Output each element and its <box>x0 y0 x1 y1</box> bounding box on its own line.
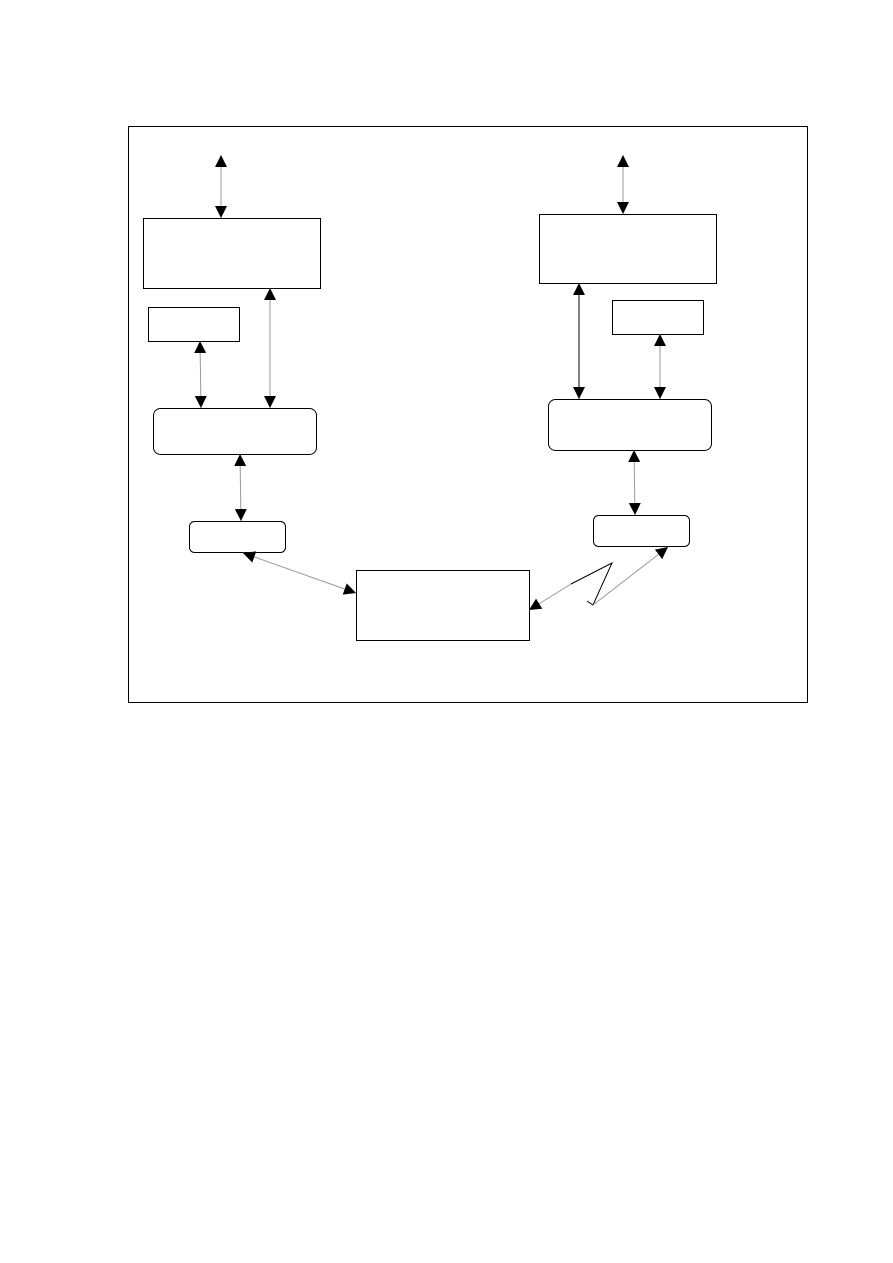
right-small-box <box>612 300 704 335</box>
left-rounded-box <box>153 408 317 455</box>
right-rounded-box <box>548 399 712 451</box>
arrow-left-rounded-to-small-rounded <box>234 453 247 522</box>
center-box <box>356 570 530 641</box>
left-top-box <box>143 218 321 289</box>
arrow-wireless-center-end <box>528 583 572 611</box>
right-top-box <box>539 214 717 284</box>
arrow-left-to-center <box>242 551 357 595</box>
wireless-zigzag <box>570 561 614 606</box>
right-small-rounded-box <box>593 515 690 547</box>
left-small-rounded-box <box>189 521 286 553</box>
arrow-left-small-to-rounded <box>194 340 207 409</box>
left-small-box <box>148 307 240 342</box>
arrow-wireless-right-end <box>592 546 669 606</box>
diagram-frame <box>128 126 808 703</box>
arrow-right-rounded-to-small-rounded <box>628 449 641 516</box>
